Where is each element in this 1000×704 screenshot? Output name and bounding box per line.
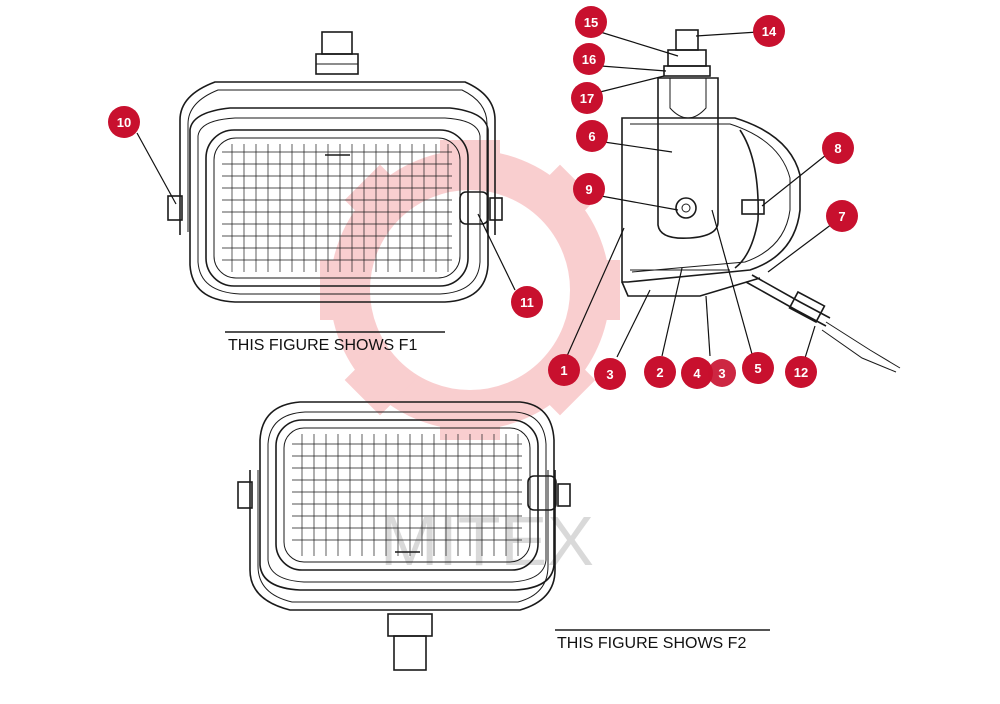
- svg-text:3: 3: [718, 366, 725, 381]
- watermark-text: MITEX: [380, 502, 594, 580]
- svg-text:14: 14: [762, 24, 777, 39]
- callout-4: 4: [681, 357, 713, 389]
- callout-3b: 3: [708, 359, 736, 387]
- svg-text:15: 15: [584, 15, 598, 30]
- callout-2: 2: [644, 356, 676, 388]
- callout-7: 7: [826, 200, 858, 232]
- callout-11: 11: [511, 286, 543, 318]
- svg-text:2: 2: [656, 365, 663, 380]
- f2-caption: THIS FIGURE SHOWS F2: [557, 635, 746, 652]
- callout-8: 8: [822, 132, 854, 164]
- leader-lines: [136, 30, 833, 359]
- svg-text:9: 9: [585, 182, 592, 197]
- svg-text:8: 8: [834, 141, 841, 156]
- lamp-f2: [237, 401, 571, 671]
- lamp-side-view: [621, 29, 901, 373]
- svg-text:1: 1: [560, 363, 567, 378]
- svg-text:17: 17: [580, 91, 594, 106]
- svg-text:16: 16: [582, 52, 596, 67]
- callout-17: 17: [571, 82, 603, 114]
- f1-caption: THIS FIGURE SHOWS F1: [228, 337, 417, 354]
- svg-text:7: 7: [838, 209, 845, 224]
- svg-text:10: 10: [117, 115, 131, 130]
- callout-6: 6: [576, 120, 608, 152]
- lamp-f1: [167, 31, 503, 303]
- svg-text:3: 3: [606, 367, 613, 382]
- callout-1: 1: [548, 354, 580, 386]
- callout-3: 3: [594, 358, 626, 390]
- callout-10: 10: [108, 106, 140, 138]
- callout-15: 15: [575, 6, 607, 38]
- svg-text:6: 6: [588, 129, 595, 144]
- callout-14: 14: [753, 15, 785, 47]
- svg-text:12: 12: [794, 365, 808, 380]
- svg-text:5: 5: [754, 361, 761, 376]
- callout-5: 5: [742, 352, 774, 384]
- callout-16: 16: [573, 43, 605, 75]
- svg-text:4: 4: [693, 366, 701, 381]
- callout-12: 12: [785, 356, 817, 388]
- callout-9: 9: [573, 173, 605, 205]
- callouts: 10 11 15 14 16 17 6 9 8 7 1 3 2 4 3 5 12: [108, 6, 858, 390]
- svg-text:11: 11: [520, 295, 534, 310]
